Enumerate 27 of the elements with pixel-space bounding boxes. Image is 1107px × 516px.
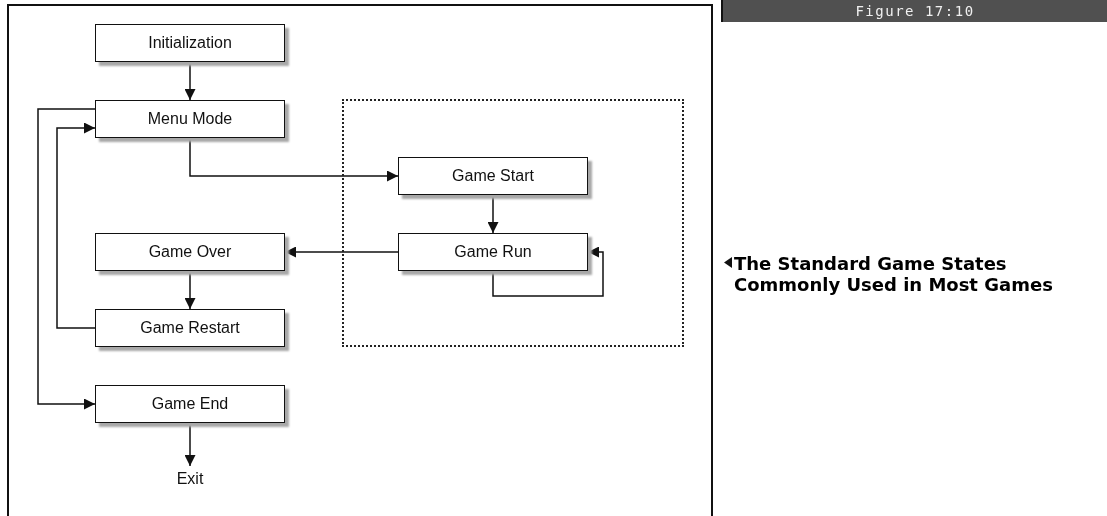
- state-box: [95, 385, 285, 423]
- node-label: Game Run: [454, 243, 532, 261]
- node-label: Game Over: [148, 243, 232, 261]
- group-frame: [342, 99, 684, 347]
- arrow: [184, 270, 196, 310]
- figure-caption: The Standard Game States Commonly Used in Most Games: [734, 253, 1054, 295]
- node-label: Game Restart: [140, 319, 240, 337]
- arrow: [37, 108, 96, 410]
- node-label: Game Start: [452, 167, 534, 185]
- arrow: [184, 61, 196, 101]
- arrow: [184, 422, 196, 467]
- state-box: [95, 100, 285, 138]
- node-label: Menu Mode: [147, 110, 233, 128]
- arrow: [284, 246, 399, 258]
- node-label: Initialization: [148, 34, 232, 52]
- arrow: [189, 137, 399, 182]
- node-label: Game End: [151, 395, 229, 413]
- state-box: [95, 233, 285, 271]
- figure-title: Figure 17:10: [855, 3, 975, 19]
- state-box: [95, 309, 285, 347]
- arrow: [487, 194, 499, 234]
- state-box: [398, 157, 588, 195]
- arrow: [492, 246, 604, 297]
- state-box: [398, 233, 588, 271]
- node-label: Exit: [176, 470, 204, 488]
- arrow: [56, 122, 96, 329]
- state-box: [95, 24, 285, 62]
